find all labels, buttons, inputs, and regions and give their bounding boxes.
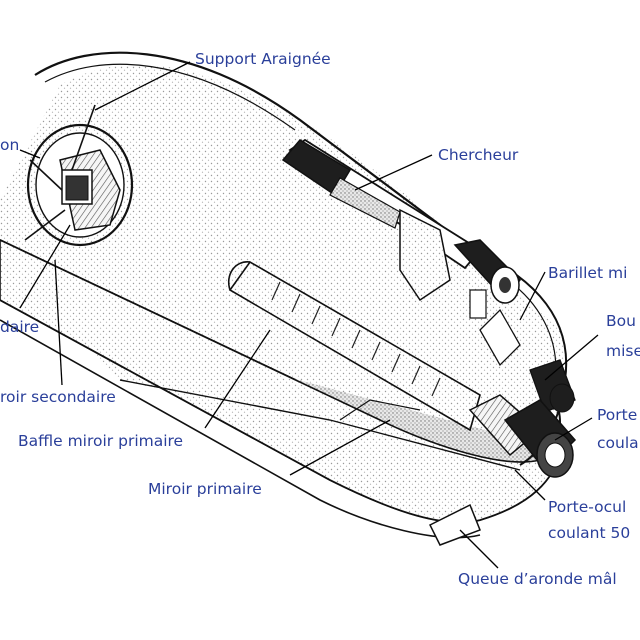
label-coula: coula bbox=[597, 434, 639, 452]
leader-daire bbox=[19, 224, 71, 309]
leader-porte-oculaire bbox=[514, 469, 546, 501]
tube-top-rim bbox=[34, 51, 501, 271]
leader-queue bbox=[459, 529, 499, 569]
label-mise: mise bbox=[606, 342, 640, 360]
leader-chercheur bbox=[354, 154, 433, 191]
label-support-araignee: Support Araignée bbox=[195, 50, 331, 68]
leader-porte-top bbox=[554, 417, 593, 441]
collimation-knobs bbox=[529, 359, 576, 413]
tube-bottom-edge bbox=[0, 319, 481, 539]
label-porte-oculaire: Porte-ocul bbox=[548, 498, 627, 516]
focuser bbox=[468, 308, 577, 478]
leader-on bbox=[19, 149, 41, 159]
label-on-partial: on bbox=[0, 136, 20, 154]
label-bouton: Bou bbox=[606, 312, 636, 330]
spider-secondary-assembly bbox=[24, 104, 134, 247]
front-ring bbox=[26, 123, 134, 247]
leader-miroir-primaire bbox=[289, 419, 391, 476]
finder-dew-cap bbox=[281, 139, 352, 197]
dovetail-bar bbox=[428, 503, 481, 546]
label-queue-aronde: Queue d’aronde mâl bbox=[458, 570, 617, 588]
primary-baffle bbox=[228, 260, 481, 432]
spider-vane bbox=[71, 104, 96, 171]
leader-support-araignee bbox=[94, 61, 191, 111]
leader-bouton bbox=[544, 334, 599, 381]
label-roir-secondaire: roir secondaire bbox=[0, 388, 116, 406]
label-baffle: Baffle miroir primaire bbox=[18, 432, 184, 450]
baffle-rings bbox=[271, 281, 441, 397]
label-barillet: Barillet mi bbox=[548, 264, 628, 282]
label-miroir-primaire: Miroir primaire bbox=[148, 480, 262, 498]
finder-scope bbox=[281, 138, 521, 319]
label-daire: daire bbox=[0, 318, 40, 336]
leader-lines bbox=[19, 61, 599, 569]
label-porte-top: Porte bbox=[597, 406, 638, 424]
label-chercheur: Chercheur bbox=[438, 146, 519, 164]
leader-barillet bbox=[519, 271, 546, 321]
leader-baffle bbox=[204, 329, 271, 429]
finder-bracket bbox=[399, 208, 451, 302]
label-coulant-50: coulant 50 bbox=[548, 524, 631, 542]
leader-roir-secondaire bbox=[54, 259, 63, 386]
